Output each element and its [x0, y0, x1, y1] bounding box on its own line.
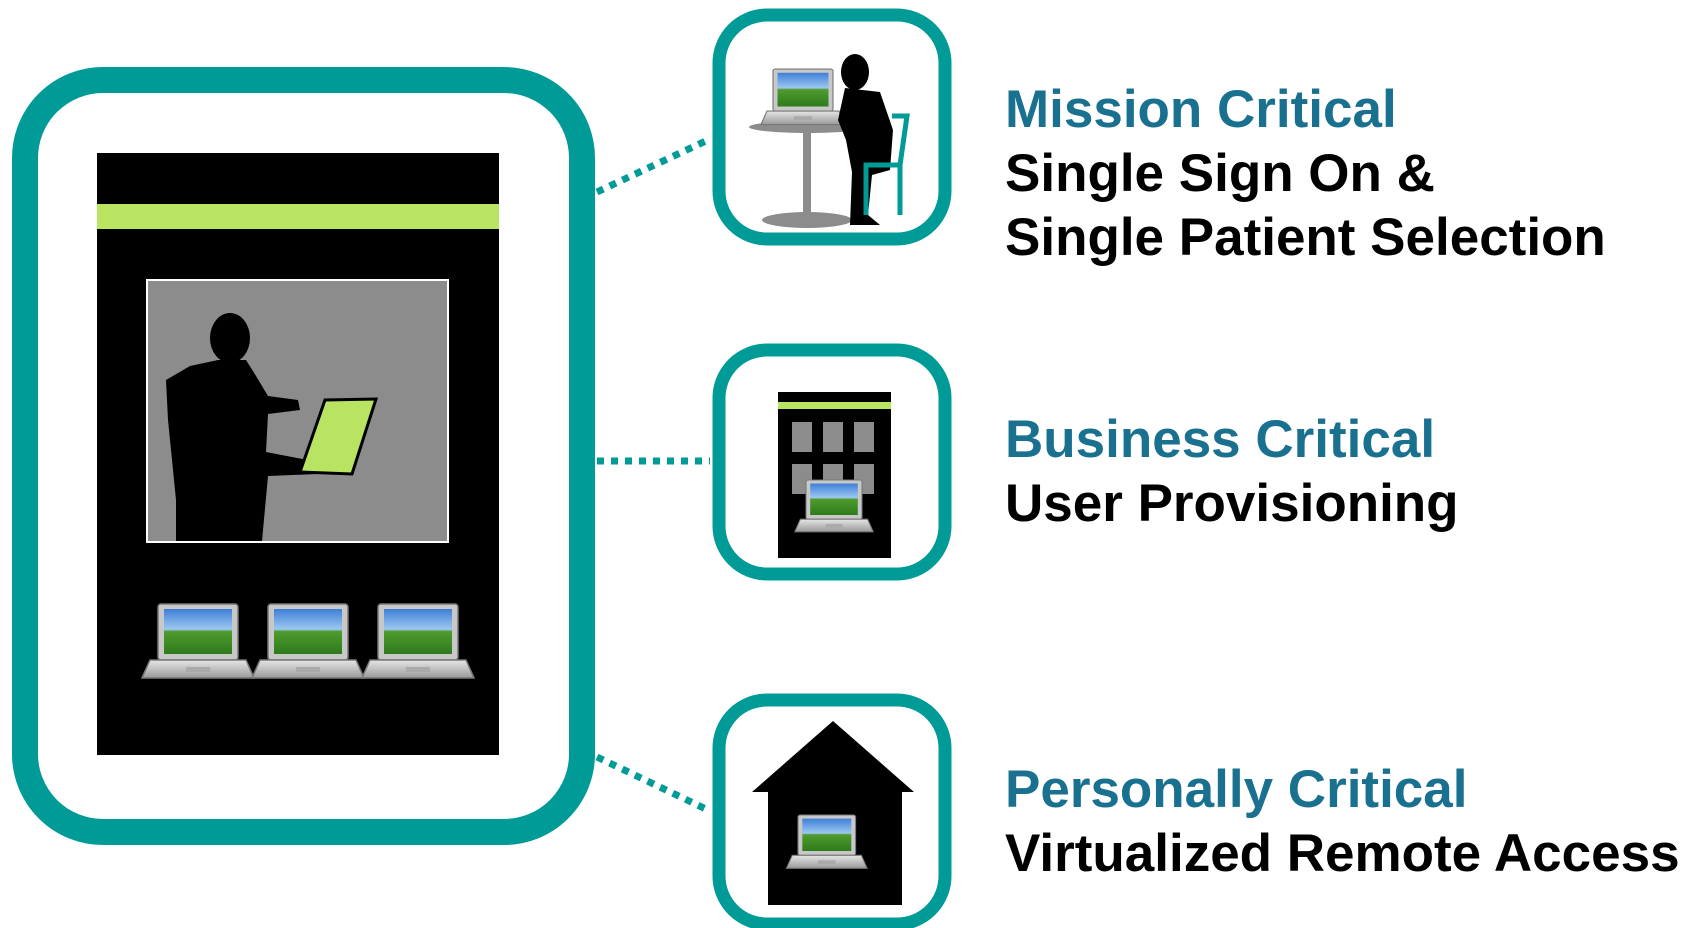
- item-title: Mission Critical: [1005, 80, 1397, 139]
- laptop-icon: [361, 603, 475, 679]
- connector-lines: [595, 135, 712, 815]
- item-title: Business Critical: [1005, 410, 1436, 469]
- business-critical-tile: [712, 343, 952, 581]
- presenter-with-laptop-icon: [166, 313, 379, 541]
- personally-critical-label: Personally Critical Virtualized Remote A…: [1005, 758, 1680, 886]
- item-line: User Provisioning: [1005, 474, 1459, 533]
- laptop-icon: [251, 603, 365, 679]
- mission-critical-tile: [712, 8, 952, 246]
- building-with-laptop-icon: [778, 392, 891, 558]
- business-critical-label: Business Critical User Provisioning: [1005, 408, 1459, 536]
- accent-bar: [97, 204, 499, 229]
- laptop-row: [141, 603, 475, 679]
- house-with-laptop-icon: [752, 721, 914, 905]
- central-panel: [97, 153, 499, 755]
- person-at-table-with-laptop-icon: [749, 54, 910, 228]
- connector-personal: [595, 753, 712, 815]
- laptop-icon: [141, 603, 255, 679]
- personally-critical-tile: [712, 693, 952, 928]
- item-line: Virtualized Remote Access: [1005, 824, 1680, 883]
- connector-mission: [595, 135, 712, 196]
- item-line: Single Sign On &: [1005, 144, 1435, 203]
- item-title: Personally Critical: [1005, 760, 1468, 819]
- mission-critical-label: Mission Critical Single Sign On & Single…: [1005, 78, 1606, 270]
- item-line: Single Patient Selection: [1005, 208, 1606, 267]
